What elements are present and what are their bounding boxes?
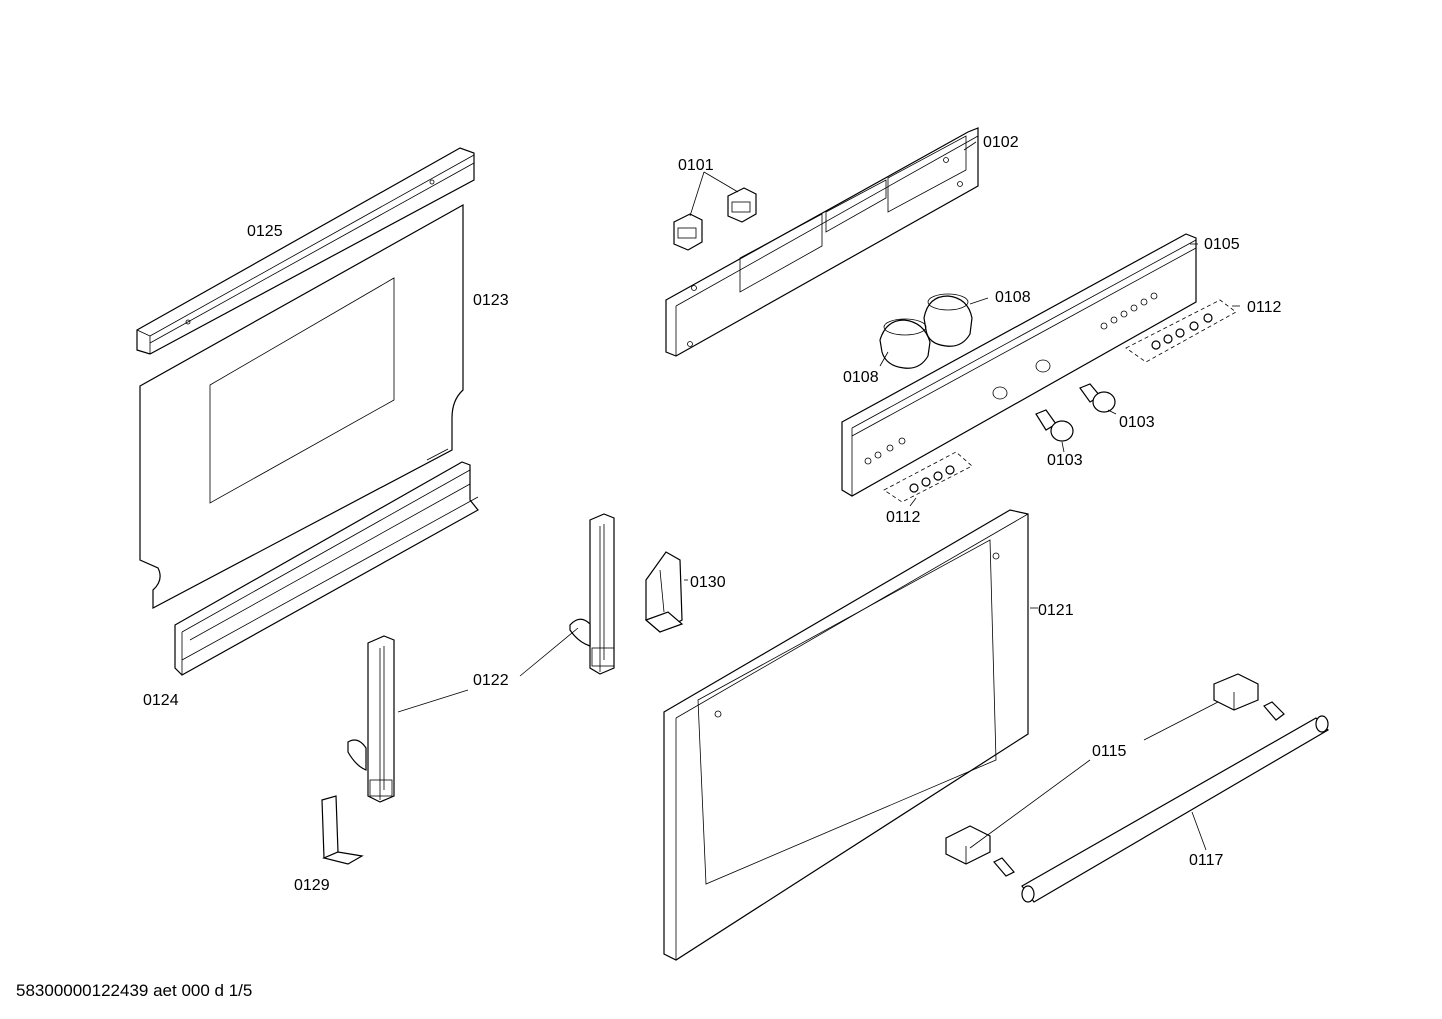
part-0121-door-glass: [663, 509, 1029, 961]
label-0115: 0115: [1092, 743, 1127, 760]
part-0103-knob-a: [1079, 383, 1116, 413]
label-0108-upper: 0108: [995, 289, 1031, 306]
label-0121: 0121: [1038, 602, 1074, 619]
document-id: 58300000122439 aet 000 d 1/5: [16, 981, 253, 1000]
part-0122-hinge-right: [569, 513, 615, 675]
part-0115-end-cap-upper: [1213, 673, 1285, 721]
part-0129-bracket: [321, 795, 364, 865]
part-0124-profile: [174, 461, 479, 676]
label-0129: 0129: [294, 877, 330, 894]
label-0108-lower: 0108: [843, 369, 879, 386]
label-0105: 0105: [1204, 236, 1240, 253]
part-0101-switches: [673, 187, 757, 251]
label-0112-lower: 0112: [886, 509, 921, 526]
part-0105-fascia-panel: [841, 233, 1197, 497]
part-0117-handle-bar: [1021, 715, 1329, 903]
part-0102-control-frame: [665, 127, 979, 357]
label-0123: 0123: [473, 292, 509, 309]
part-0125-trim-strip: [136, 147, 475, 355]
part-0112-screws-upper: [1125, 299, 1237, 363]
label-0103-lower: 0103: [1047, 452, 1083, 469]
label-0112-upper: 0112: [1247, 299, 1282, 316]
part-0108-sleeve-a: [923, 293, 973, 347]
part-0108-sleeve-b: [879, 318, 931, 369]
label-0124: 0124: [143, 692, 179, 709]
label-0103-upper: 0103: [1119, 414, 1155, 431]
label-0102: 0102: [983, 134, 1019, 151]
leader-lines: [397, 141, 1240, 851]
part-labels: 0101 0102 0105 0108 0108 0112 0112 0103 …: [143, 134, 1282, 894]
label-0101: 0101: [678, 157, 714, 174]
label-0122: 0122: [473, 672, 509, 689]
part-0130-bracket: [644, 551, 684, 633]
part-0115-end-cap-lower: [945, 825, 1015, 877]
label-0125: 0125: [247, 223, 283, 240]
part-0103-knob-b: [1035, 409, 1074, 442]
part-0122-hinge-left: [347, 635, 395, 803]
label-0130: 0130: [690, 574, 726, 591]
label-0117: 0117: [1189, 852, 1224, 869]
part-0112-screws-lower: [883, 451, 973, 503]
part-0123-glass-panel: [139, 203, 464, 609]
